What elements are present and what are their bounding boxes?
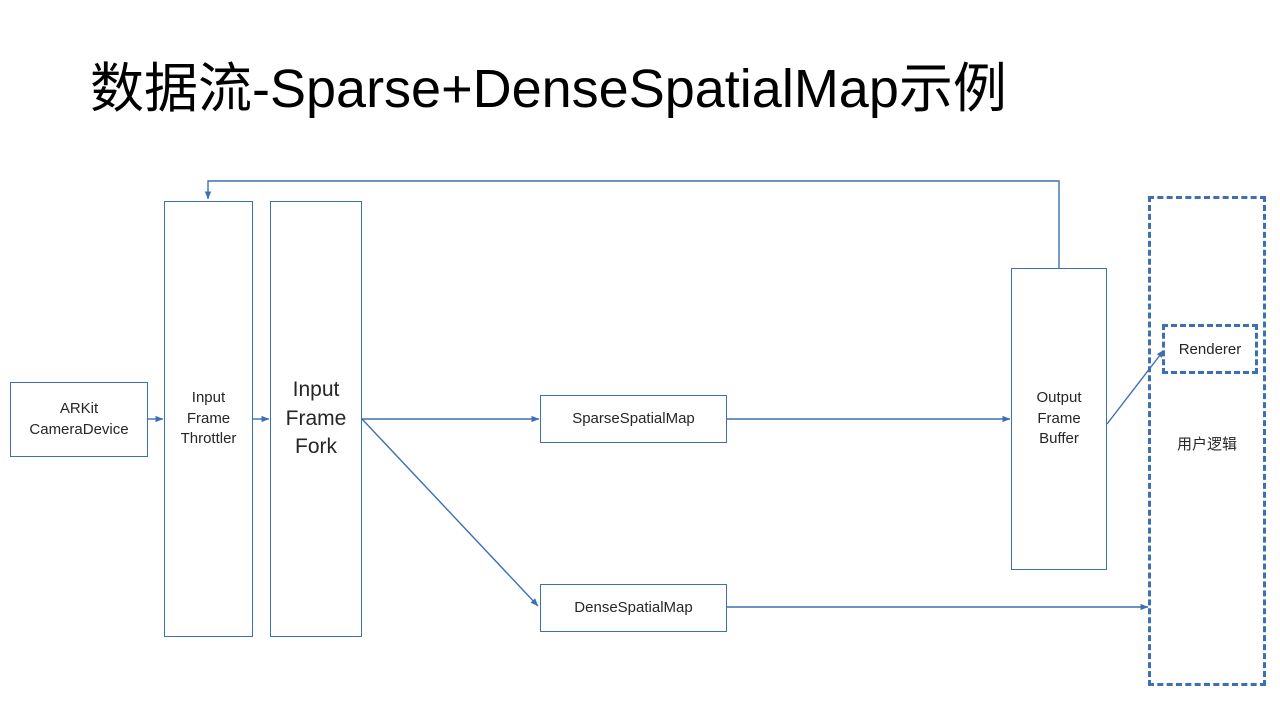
node-renderer[interactable]: Renderer xyxy=(1162,324,1258,374)
node-input-frame-throttler[interactable]: Input Frame Throttler xyxy=(164,201,253,637)
node-output-frame-buffer-label: Output Frame Buffer xyxy=(1036,389,1082,448)
node-dense-spatial-map-label: DenseSpatialMap xyxy=(574,598,693,616)
group-user-logic-label: 用户逻辑 xyxy=(1176,436,1237,453)
node-output-frame-buffer[interactable]: Output Frame Buffer xyxy=(1011,268,1107,570)
node-sparse-spatial-map[interactable]: SparseSpatialMap xyxy=(540,395,727,443)
node-input-frame-fork[interactable]: Input Frame Fork xyxy=(270,201,362,637)
node-arkit-cameradevice[interactable]: ARKit CameraDevice xyxy=(10,382,148,457)
node-dense-spatial-map[interactable]: DenseSpatialMap xyxy=(540,584,727,632)
node-sparse-spatial-map-label: SparseSpatialMap xyxy=(572,409,695,427)
node-arkit-cameradevice-label: ARKit CameraDevice xyxy=(29,400,129,438)
page-title: 数据流-Sparse+DenseSpatialMap示例 xyxy=(90,59,1007,119)
group-user-logic[interactable] xyxy=(1148,196,1266,686)
connector-fork-to-dense xyxy=(361,418,539,607)
node-renderer-label: Renderer xyxy=(1178,340,1242,358)
node-input-frame-throttler-label: Input Frame Throttler xyxy=(180,389,237,448)
node-input-frame-fork-label: Input Frame Fork xyxy=(285,378,347,459)
